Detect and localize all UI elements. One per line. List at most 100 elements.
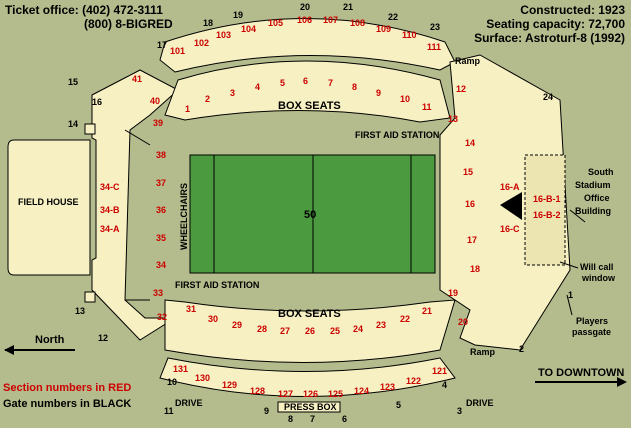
players-gate-label-1: Players (576, 316, 608, 326)
gate-4: 4 (442, 380, 447, 390)
box-seats-west-label: BOX SEATS (278, 308, 341, 320)
section-127: 127 (278, 389, 293, 399)
section-28: 28 (257, 324, 267, 334)
gate-24: 24 (543, 92, 553, 102)
south-building-label-4: Building (575, 206, 611, 216)
section-16-c: 16-C (500, 224, 520, 234)
section-29: 29 (232, 320, 242, 330)
section-16-b-1: 16-B-1 (533, 194, 561, 204)
section-16: 16 (465, 199, 475, 209)
gate-14-box (84, 123, 96, 135)
section-130: 130 (195, 373, 210, 383)
box-seats-east-label: BOX SEATS (278, 100, 341, 112)
section-105: 105 (268, 18, 283, 28)
gate-22: 22 (388, 12, 398, 22)
drive-label-south: DRIVE (466, 398, 494, 408)
section-20: 20 (458, 317, 468, 327)
ticket-office-info: Ticket office: (402) 472-3111 (800) 8-BI… (5, 3, 173, 31)
section-30: 30 (208, 314, 218, 324)
section-124: 124 (354, 386, 369, 396)
constructed-year: Constructed: 1923 (520, 3, 625, 17)
section-24: 24 (353, 324, 363, 334)
section-37: 37 (156, 178, 166, 188)
press-box (277, 401, 341, 413)
gate-9: 9 (264, 406, 269, 416)
section-38: 38 (156, 150, 166, 160)
field-house-label: FIELD HOUSE (18, 197, 79, 207)
gate-10: 10 (167, 377, 177, 387)
ticket-office-phone: Ticket office: (402) 472-3111 (5, 3, 163, 17)
press-box-label: PRESS BOX (284, 402, 337, 412)
gate-16: 16 (92, 97, 102, 107)
seating-capacity: Seating capacity: 72,700 (486, 17, 625, 31)
first-aid-west-label: FIRST AID STATION (175, 280, 259, 290)
section-23: 23 (376, 320, 386, 330)
north-divider-1 (124, 129, 151, 146)
section-16-b-2: 16-B-2 (533, 210, 561, 220)
section-10: 10 (400, 94, 410, 104)
drive-label-north: DRIVE (175, 398, 203, 408)
legend-black: Gate numbers in BLACK (3, 398, 131, 410)
section-104: 104 (241, 24, 256, 34)
section-32: 32 (157, 312, 167, 322)
gate-14: 14 (68, 119, 78, 129)
west-lower-stands (164, 299, 456, 363)
ticket-office-tollfree: (800) 8-BIGRED (84, 17, 173, 31)
section-9: 9 (376, 88, 381, 98)
gate-6: 6 (342, 414, 347, 424)
section-126: 126 (303, 389, 318, 399)
gate-5: 5 (396, 400, 401, 410)
section-34-b: 34-B (100, 205, 120, 215)
gate-2: 2 (519, 344, 524, 354)
section-25: 25 (330, 326, 340, 336)
section-34-a: 34-A (100, 224, 120, 234)
will-call-label-2: window (581, 273, 616, 283)
section-110: 110 (402, 30, 417, 40)
section-108: 108 (350, 18, 365, 28)
gate-3: 3 (457, 406, 462, 416)
section-12: 12 (456, 84, 466, 94)
east-lower-stands (164, 60, 451, 123)
stadium-facts: Constructed: 1923 Seating capacity: 72,7… (474, 3, 625, 45)
section-35: 35 (156, 233, 166, 243)
section-8: 8 (352, 82, 357, 92)
surface-type: Surface: Astroturf-8 (1992) (474, 31, 625, 45)
section-2: 2 (205, 94, 210, 104)
gate-12: 12 (98, 333, 108, 343)
section-1: 1 (185, 104, 190, 114)
gate-23: 23 (430, 22, 440, 32)
gate-20: 20 (300, 2, 310, 12)
gate-13: 13 (75, 306, 85, 316)
north-label: North (35, 334, 65, 346)
section-34: 34 (156, 260, 166, 270)
section-123: 123 (380, 382, 395, 392)
section-106: 106 (297, 15, 312, 25)
section-16-a: 16-A (500, 182, 520, 192)
south-building-arrow (569, 209, 586, 223)
section-7: 7 (328, 78, 333, 88)
section-26: 26 (305, 326, 315, 336)
gate-1: 1 (568, 290, 573, 300)
downtown-label: TO DOWNTOWN (538, 367, 624, 379)
section-107: 107 (323, 15, 338, 25)
section-27: 27 (280, 326, 290, 336)
field-house (7, 139, 91, 276)
legend-red: Section numbers in RED (3, 382, 131, 394)
section-5: 5 (280, 78, 285, 88)
section-22: 22 (400, 314, 410, 324)
first-aid-east-label: FIRST AID STATION (355, 130, 439, 140)
section-36: 36 (156, 205, 166, 215)
section-4: 4 (255, 82, 260, 92)
will-call-arrow (559, 261, 579, 269)
section-3: 3 (230, 88, 235, 98)
players-gate-label-2: passgate (572, 327, 611, 337)
gate-19: 19 (233, 10, 243, 20)
will-call-label-1: Will call (580, 262, 613, 272)
section-17: 17 (467, 235, 477, 245)
section-31: 31 (186, 304, 196, 314)
